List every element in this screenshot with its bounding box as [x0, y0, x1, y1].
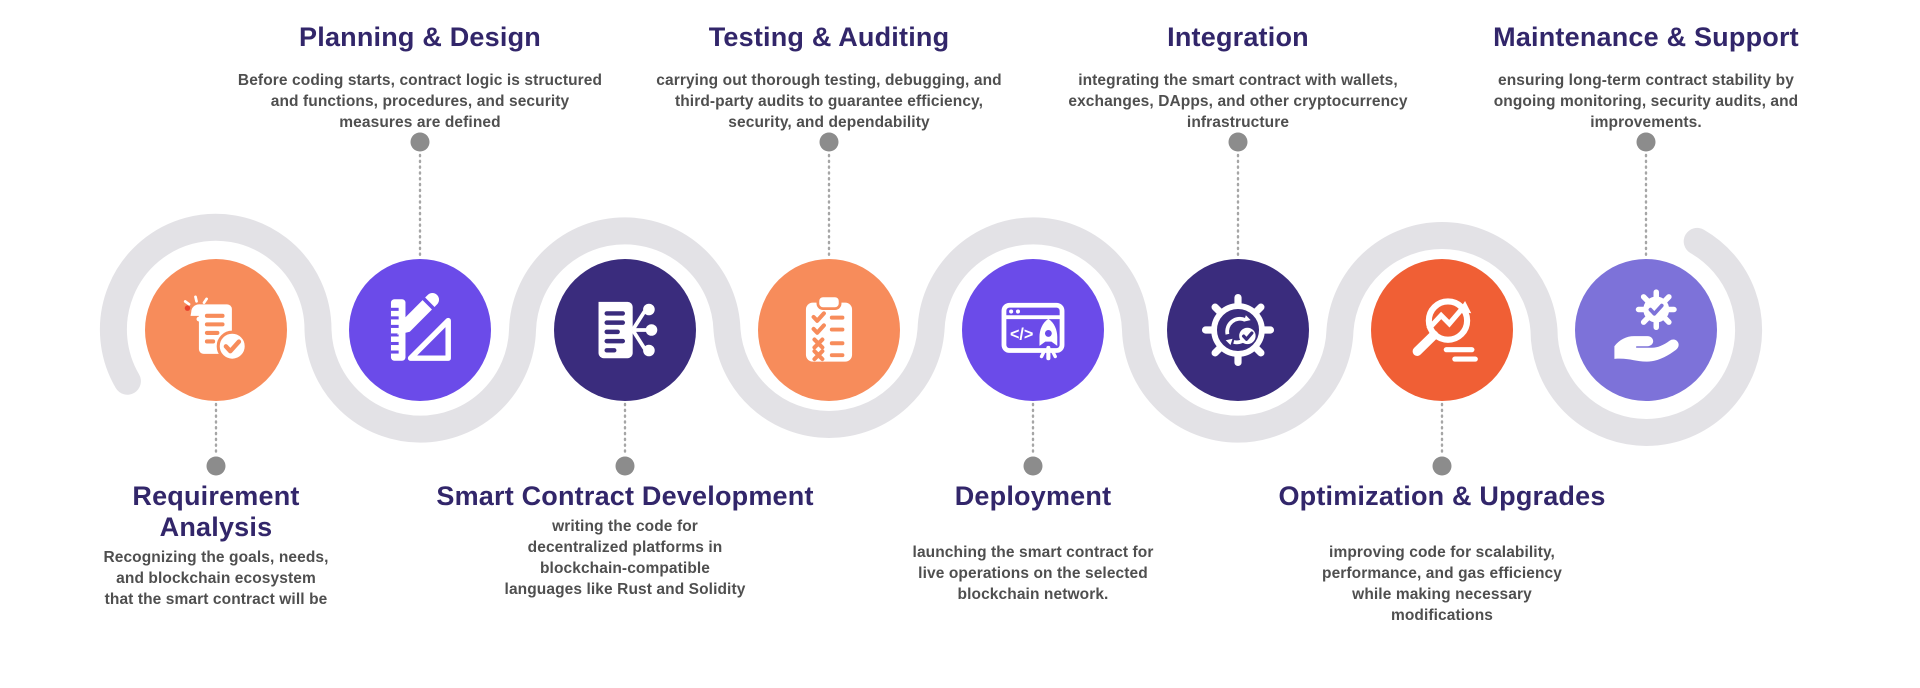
document-check-icon [183, 295, 248, 362]
step-description: improving code for scalability, performa… [1322, 544, 1562, 624]
drafting-tools-icon [390, 293, 451, 361]
step-description: writing the code for decentralized platf… [504, 518, 746, 598]
step-circle-integration [1167, 259, 1309, 401]
step-circle-planning-design [349, 259, 491, 401]
connector-deployment [1023, 402, 1043, 476]
step-circle-optimization-upgrades [1371, 259, 1513, 401]
step-deployment: Deployment launching the smart contract … [803, 481, 1263, 605]
step-title: Requirement Analysis [132, 481, 300, 542]
connector-requirement-analysis [206, 402, 226, 476]
connector-maintenance-support [1636, 132, 1656, 258]
step-description: ensuring long-term contract stability by… [1493, 72, 1799, 131]
step-circle-smart-contract-development [554, 259, 696, 401]
step-requirement-analysis: Requirement Analysis Recognizing the goa… [0, 481, 446, 610]
step-smart-contract-development: Smart Contract Development writing the c… [395, 481, 855, 600]
step-description: Before coding starts, contract logic is … [237, 72, 603, 131]
svg-text:</>: </> [1010, 325, 1033, 343]
step-description: Recognizing the goals, needs, and blockc… [103, 549, 329, 608]
step-title: Testing & Auditing [708, 22, 950, 52]
step-description: integrating the smart contract with wall… [1068, 72, 1408, 131]
step-integration: Integration integrating the smart contra… [1008, 22, 1468, 133]
step-circle-maintenance-support [1575, 259, 1717, 401]
clipboard-checklist-icon [805, 294, 853, 362]
connector-optimization-upgrades [1432, 402, 1452, 476]
browser-rocket-icon: </> [1001, 302, 1065, 361]
connector-testing-auditing [819, 132, 839, 258]
document-nodes-icon [598, 301, 658, 359]
step-title: Integration [1167, 22, 1309, 52]
step-title: Deployment [954, 481, 1112, 511]
step-circle-testing-auditing [758, 259, 900, 401]
gear-sync-icon [1201, 293, 1275, 367]
step-description: launching the smart contract for live op… [912, 544, 1154, 603]
magnifier-growth-icon [1412, 298, 1478, 362]
connector-integration [1228, 132, 1248, 258]
step-title: Optimization & Upgrades [1278, 481, 1606, 511]
connector-smart-contract-development [615, 402, 635, 476]
ribbon-path [99, 213, 1763, 446]
step-maintenance-support: Maintenance & Support ensuring long-term… [1416, 22, 1876, 133]
step-optimization-upgrades: Optimization & Upgrades improving code f… [1212, 481, 1672, 626]
step-description: carrying out thorough testing, debugging… [656, 72, 1002, 131]
step-testing-auditing: Testing & Auditing carrying out thorough… [599, 22, 1059, 133]
step-title: Smart Contract Development [436, 481, 814, 511]
step-planning-design: Planning & Design Before coding starts, … [190, 22, 650, 133]
step-title: Maintenance & Support [1493, 22, 1799, 52]
connector-planning-design [410, 132, 430, 258]
step-circle-requirement-analysis [145, 259, 287, 401]
hand-gear-icon [1614, 289, 1679, 362]
step-title: Planning & Design [299, 22, 541, 52]
step-circle-deployment: </> [962, 259, 1104, 401]
